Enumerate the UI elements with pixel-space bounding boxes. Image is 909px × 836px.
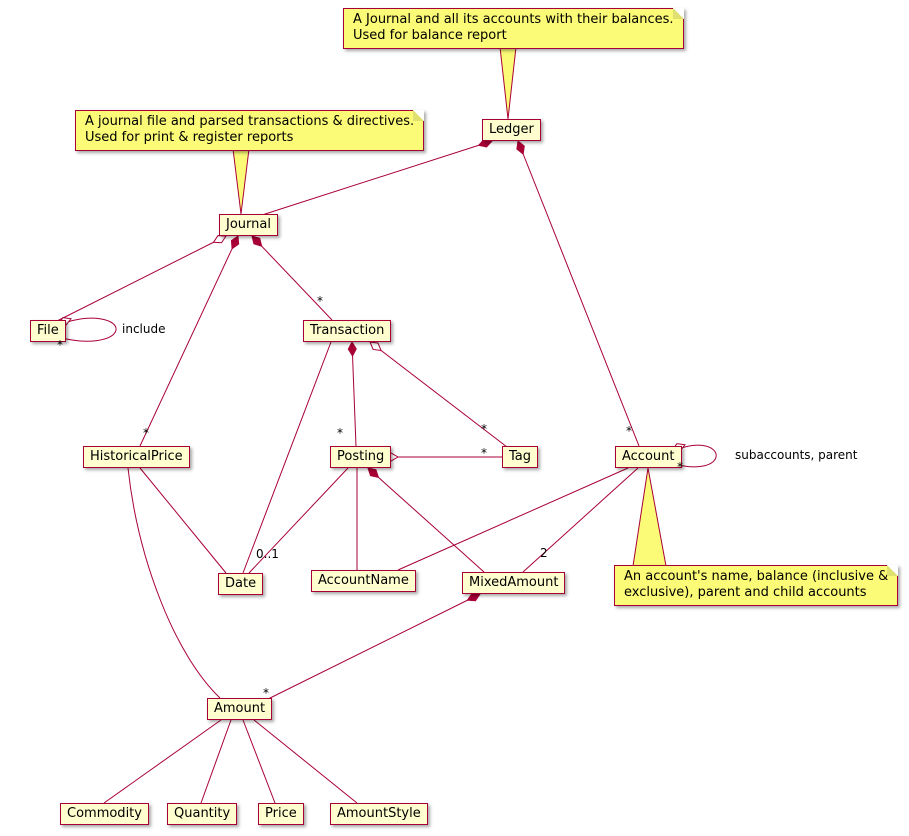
class-quantity: Quantity	[167, 803, 238, 825]
note-account-text: An account's name, balance (inclusive & …	[624, 569, 889, 600]
note-fold-icon	[413, 110, 425, 121]
edge-amount-amountstyle	[253, 719, 358, 804]
edge-ledger-journal	[261, 140, 493, 216]
edge-ledger-account	[517, 140, 640, 447]
edge-amount-price	[242, 719, 276, 804]
note-journal-text: A journal file and parsed transactions &…	[85, 114, 415, 145]
loop-account-subaccounts	[672, 444, 717, 468]
edge-label-include: include	[122, 322, 166, 336]
note-fold-icon	[887, 565, 899, 576]
edge-amount-quantity	[200, 719, 232, 804]
class-amountstyle: AmountStyle	[330, 803, 428, 825]
edge-amount-commodity	[103, 719, 222, 804]
class-journal: Journal	[219, 214, 278, 236]
edge-posting-mixedamount	[367, 467, 485, 573]
class-transaction: Transaction	[303, 320, 392, 342]
multiplicity-journal-transaction: *	[317, 294, 323, 308]
edge-mixedamount-amount	[261, 593, 481, 703]
class-account: Account	[615, 446, 682, 468]
diamond-ledger-account	[516, 140, 525, 155]
class-ledger: Ledger	[482, 119, 541, 141]
class-mixedamount: MixedAmount	[462, 572, 566, 594]
class-tag: Tag	[502, 446, 539, 468]
class-file: File	[30, 320, 66, 342]
diamond-posting-mixedamount	[367, 467, 380, 479]
edge-historicalprice-date	[139, 467, 227, 574]
multiplicity-posting-date: 0..1	[256, 547, 279, 561]
note-pointer-journal	[232, 148, 250, 215]
diamond-journal-historicalprice	[230, 235, 240, 250]
class-price: Price	[258, 803, 304, 825]
multiplicity-posting-tag: *	[481, 446, 487, 460]
edge-posting-date	[248, 467, 349, 574]
diamond-transaction-tag	[369, 341, 382, 352]
multiplicity-account-mixedamount: 2	[540, 546, 548, 560]
class-commodity: Commodity	[60, 803, 149, 825]
edge-transaction-tag	[369, 341, 508, 448]
multiplicity-ledger-account: *	[626, 424, 632, 438]
note-pointer-ledger	[499, 46, 517, 120]
class-date: Date	[218, 573, 264, 595]
edge-journal-historicalprice	[139, 235, 239, 447]
edge-journal-file	[56, 235, 227, 322]
multiplicity-file-self: *	[57, 338, 63, 352]
note-ledger-text: A Journal and all its accounts with thei…	[353, 12, 674, 43]
edge-transaction-date	[242, 341, 332, 574]
edge-historicalprice-amount	[127, 467, 221, 699]
diamond-transaction-posting	[347, 340, 357, 357]
edge-account-mixedamount	[522, 467, 639, 573]
note-ledger: A Journal and all its accounts with thei…	[343, 8, 684, 49]
loop-file-include	[58, 317, 117, 342]
edge-account-accountname	[397, 467, 629, 571]
diamond-journal-transaction	[251, 235, 263, 247]
note-account: An account's name, balance (inclusive & …	[614, 565, 899, 606]
edge-transaction-posting	[351, 341, 357, 447]
note-fold-icon	[672, 8, 684, 19]
multiplicity-journal-historicalprice: *	[143, 426, 149, 440]
multiplicity-account-self: *	[677, 460, 683, 474]
edge-journal-transaction	[251, 235, 333, 321]
multiplicity-transaction-tag: *	[481, 422, 487, 436]
multiplicity-mixedamount-amount: *	[263, 686, 269, 700]
note-pointer-account	[632, 467, 667, 567]
note-journal: A journal file and parsed transactions &…	[75, 110, 425, 151]
multiplicity-transaction-posting: *	[337, 426, 343, 440]
edge-label-subaccounts-parent: subaccounts, parent	[735, 448, 858, 462]
class-posting: Posting	[330, 446, 392, 468]
class-amount: Amount	[207, 698, 273, 720]
class-historicalprice: HistoricalPrice	[83, 446, 190, 468]
class-accountname: AccountName	[311, 570, 416, 592]
